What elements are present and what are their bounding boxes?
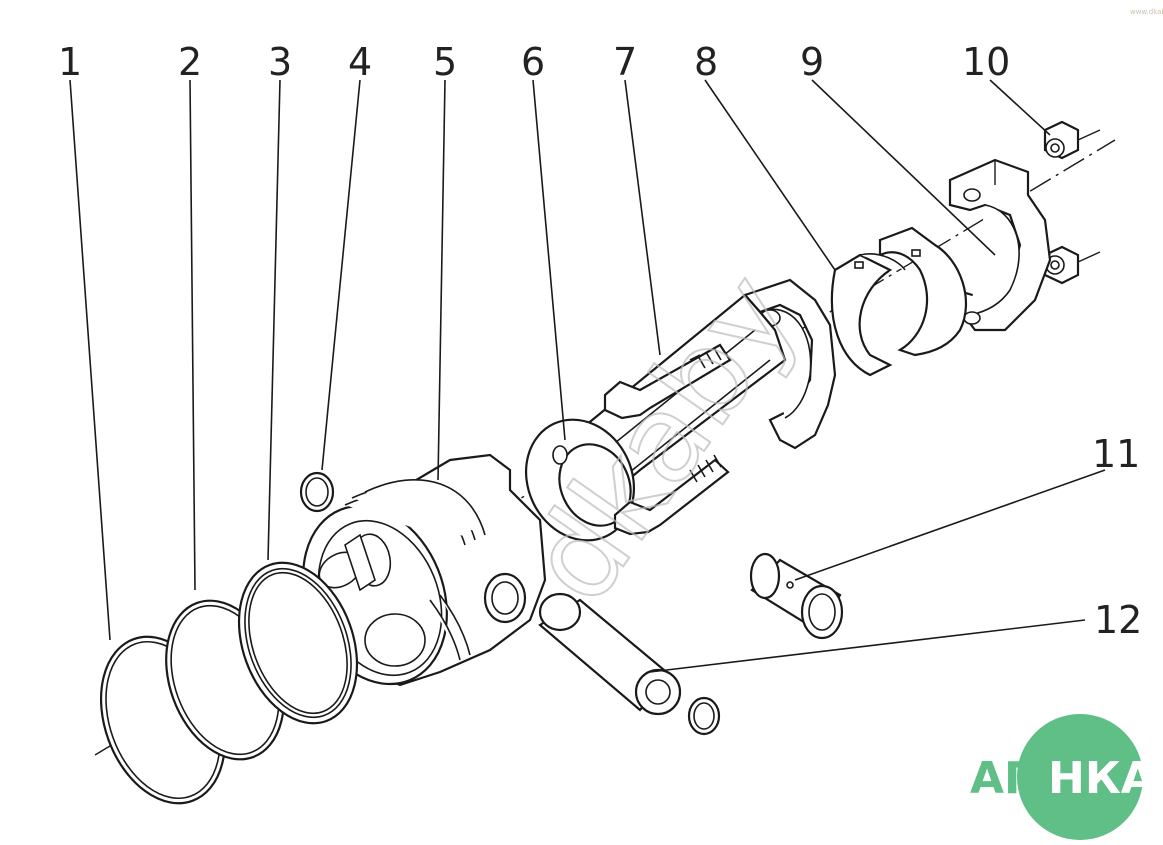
logo-circle [1017,714,1143,840]
part-8-bearing-shells [830,226,968,377]
callout-1: 1 [58,40,82,84]
agronka-logo: АГРО НКА [970,714,1155,840]
callout-10: 10 [962,40,1010,84]
callout-3: 3 [268,40,292,84]
logo-right-text: НКА [1048,753,1155,804]
callout-4: 4 [348,40,372,84]
part-10-nuts [1043,120,1101,285]
leader-lines [69,79,1106,673]
corner-note: www.dkaby [1130,8,1163,16]
callout-labels: 1 2 3 4 5 6 7 8 9 10 11 12 [58,40,1142,642]
callout-8: 8 [694,40,718,84]
part-6-connecting-rod [524,278,837,542]
callout-11: 11 [1092,432,1140,476]
callout-6: 6 [521,40,545,84]
part-4-circlips [299,471,721,736]
callout-2: 2 [178,40,202,84]
callout-12: 12 [1094,598,1142,642]
part-3-ring [237,561,359,725]
part-11-bushing [749,552,844,640]
part-7-bolts [603,343,732,536]
part-12-piston-pin [538,592,682,716]
logo-left-text: АГРО [970,753,1102,804]
callout-9: 9 [800,40,824,84]
callout-5: 5 [433,40,457,84]
callout-7: 7 [613,40,637,84]
